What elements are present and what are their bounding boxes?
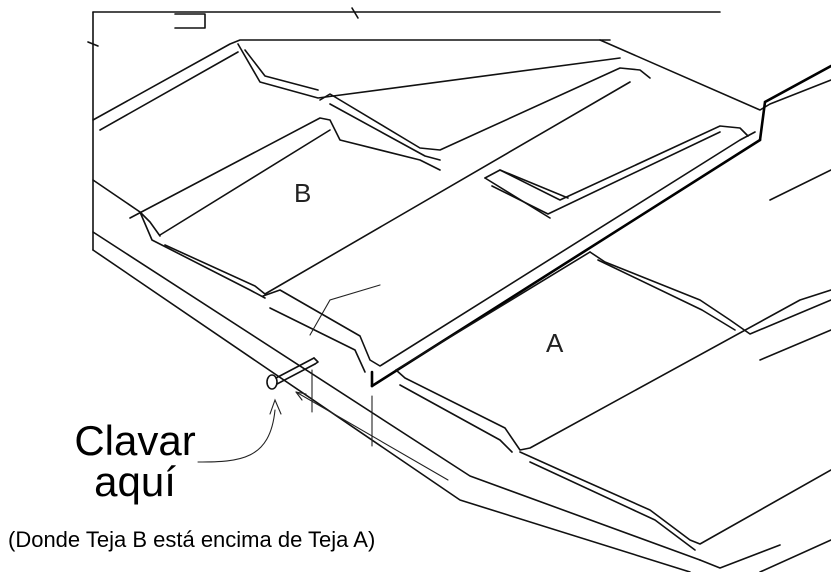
tile-b [92,67,651,299]
tile-a [395,169,831,453]
panel-outline [87,7,721,572]
nail-instruction-line2: aquí [94,458,176,505]
tile-b-label: B [294,178,312,208]
dimension-marks [295,284,449,481]
nail-instruction: Clavar aquí [50,417,220,505]
overlap-step [370,64,831,388]
caption: (Donde Teja B está encima de Teja A) [8,527,376,552]
tile-row-center [262,39,831,373]
tile-a-label: A [546,328,564,358]
nail-instruction-line1: Clavar [74,417,196,464]
nail-icon [266,357,319,390]
tile-row-top [92,13,621,131]
tile-row-bottom [519,451,831,572]
pointer-arrow-icon [197,398,282,463]
